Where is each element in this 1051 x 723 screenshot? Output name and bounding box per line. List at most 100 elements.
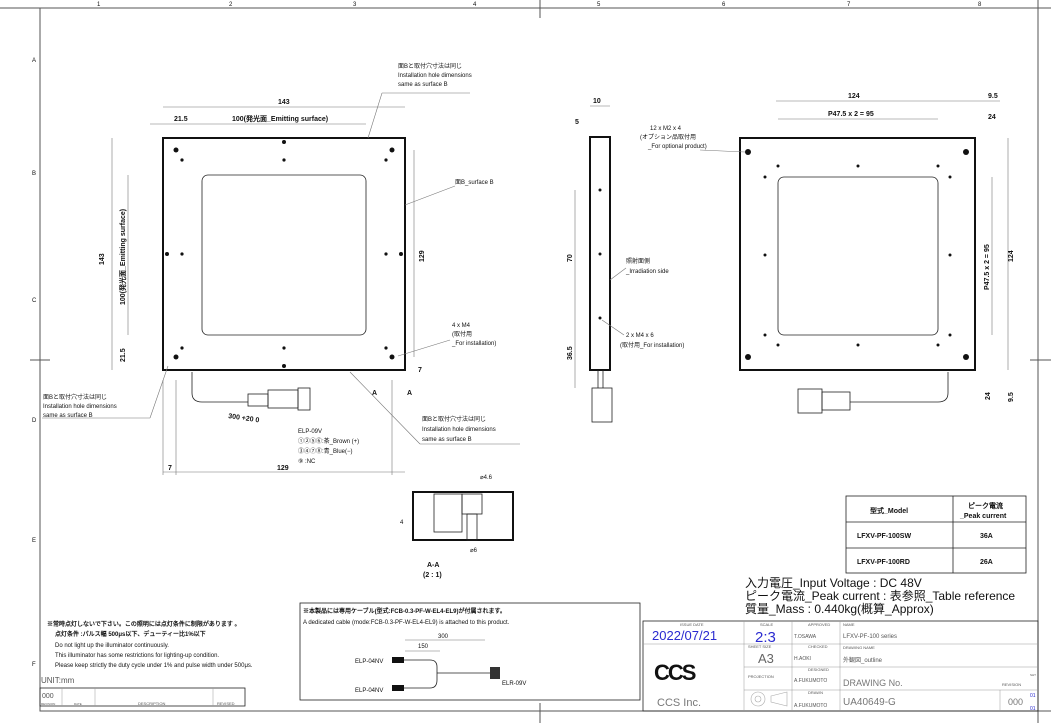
holes-label: 12 x M2 x 4 (650, 126, 682, 132)
mounting-holes (165, 140, 403, 368)
note-left: same as surface B (43, 413, 93, 419)
label: CHECKED (808, 644, 828, 649)
drawing-line (282, 140, 286, 144)
sheet-number: 01 (1030, 693, 1036, 699)
dia-bottom: ⌀6 (470, 548, 478, 554)
dim-depth: 4 (400, 520, 404, 526)
dim-width: 124 (848, 93, 860, 100)
table-cell-current: 26A (980, 559, 993, 566)
holes-label: _For installation) (451, 341, 496, 347)
drawing-line (402, 659, 438, 689)
spec-line: 入力電圧_Input Voltage : DC 48V (745, 576, 922, 590)
drawing-no-label: DRAWING No. (843, 678, 903, 688)
table-cell-model: LFXV-PF-100SW (857, 533, 911, 540)
column-marker: 1 (97, 2, 101, 8)
dim-pitch-horizontal: P47.5 x 2 = 95 (828, 111, 874, 118)
drawing-line (763, 175, 767, 179)
drawing-line (433, 493, 463, 533)
company-name: CCS Inc. (657, 697, 701, 709)
drawing-line (399, 252, 403, 256)
drawing-line (797, 388, 823, 414)
drawing-line (282, 346, 286, 350)
title-block: ISSUE DATE 2022/07/21 SCALE 2:3 SHEET SI… (642, 620, 1039, 712)
drawing-line (466, 513, 478, 541)
connector-body (267, 389, 299, 409)
side-connector (591, 387, 613, 423)
label: REVISION (41, 702, 55, 706)
spec-table: 型式_Model ピーク電流 _Peak current LFXV-PF-100… (845, 495, 1027, 574)
cable-note-en: A dedicated cable (mode:FCB-0.3-PF-W-EL4… (303, 620, 510, 626)
drawing-line (180, 346, 184, 350)
label: DRAWING NAME (843, 645, 875, 650)
label: DRAWN (808, 690, 823, 695)
connector-a: ELP-04NV (355, 659, 383, 665)
note-bottom: same as surface B (422, 437, 472, 443)
drawing-line (392, 685, 404, 691)
drawing-line (601, 319, 625, 336)
scale: 2:3 (755, 629, 776, 646)
holes-label: _For optional product) (647, 144, 707, 150)
drawing-line (180, 158, 184, 162)
rear-window (777, 176, 939, 336)
label: REVISION (1002, 682, 1021, 687)
column-marker: 8 (978, 2, 982, 8)
dim-margin: 24 (988, 114, 996, 121)
drawing-line (754, 695, 762, 703)
section-mark: A (372, 390, 377, 397)
dim-total: 300 (438, 634, 449, 640)
connector-c: ELR-09V (502, 681, 526, 687)
holes-label: 4 x M4 (452, 323, 471, 329)
label: PROJECTION (748, 674, 774, 679)
drawing-line (173, 354, 179, 360)
designed-by: A.FUKUMOTO (794, 678, 827, 684)
cable-sleeve (247, 393, 269, 407)
dim-overall-width: 143 (278, 99, 290, 106)
holes-label: (取付用_For installation) (620, 341, 684, 349)
drawing-line (699, 149, 746, 153)
drawing-line (821, 391, 851, 411)
company-logo: CCS (654, 660, 696, 685)
issue-date: 2022/07/21 (652, 628, 717, 643)
dim-branch: 150 (418, 644, 429, 650)
drawing-line (948, 253, 952, 257)
drawing-line (349, 371, 421, 445)
column-marker: 6 (722, 2, 726, 8)
note-top: same as surface B (398, 82, 448, 88)
irradiation-label: 照射面側 (626, 257, 650, 265)
drawing-name: 外観図_outline (843, 656, 883, 664)
label: APPROVED (808, 622, 830, 627)
sheet-size: A3 (758, 651, 774, 666)
side-view: 10 5 70 36.5 照射面側 _Irradiation side 2 x … (567, 98, 684, 423)
label: SHEET SIZE (748, 644, 772, 649)
drawing-line (845, 495, 1027, 574)
note-top: 面Bと取付穴寸法は同じ (398, 62, 462, 70)
drawing-line (404, 185, 456, 206)
unit-label: UNIT:mm (41, 676, 75, 685)
drawing-line (598, 252, 602, 256)
revision-block: UNIT:mm 000 REVISION DATE DESCRIPTION RE… (39, 676, 246, 707)
label: NAME (843, 622, 855, 627)
spec-line: ピーク電流_Peak current : 表参照_Table reference (745, 588, 1015, 603)
projection-symbol-icon (750, 691, 788, 707)
drawing-line (598, 188, 602, 192)
drawing-line (149, 365, 169, 419)
row-marker: F (32, 662, 36, 668)
checked-by: H.AOKI (794, 656, 811, 662)
row-markers: A B C D E F (32, 58, 37, 668)
column-marker: 3 (353, 2, 357, 8)
drawing-line (745, 149, 969, 360)
connector-head (297, 387, 311, 411)
column-marker: 4 (473, 2, 477, 8)
section-scale: (2 : 1) (423, 572, 442, 579)
column-markers: 1 2 3 4 5 6 7 8 (97, 2, 982, 8)
cable-note-jp: ※本製品には専用ケーブル(型式:FCB-0.3-PF-W-EL4-EL9)が付属… (303, 607, 506, 615)
connector-b: ELP-04NV (355, 688, 383, 694)
drawing-number: UA40649-G (843, 697, 896, 708)
drawing-line (936, 343, 940, 347)
note-left: 面Bと取付穴寸法は同じ (43, 393, 107, 401)
front-view: 143 21.5 100(発光面_Emitting surface) 143 1… (42, 62, 520, 475)
label: DESIGNED (808, 667, 829, 672)
drawing-line (750, 691, 766, 707)
irradiation-label: _Irradiation side (625, 269, 669, 275)
drawing-line (936, 164, 940, 168)
